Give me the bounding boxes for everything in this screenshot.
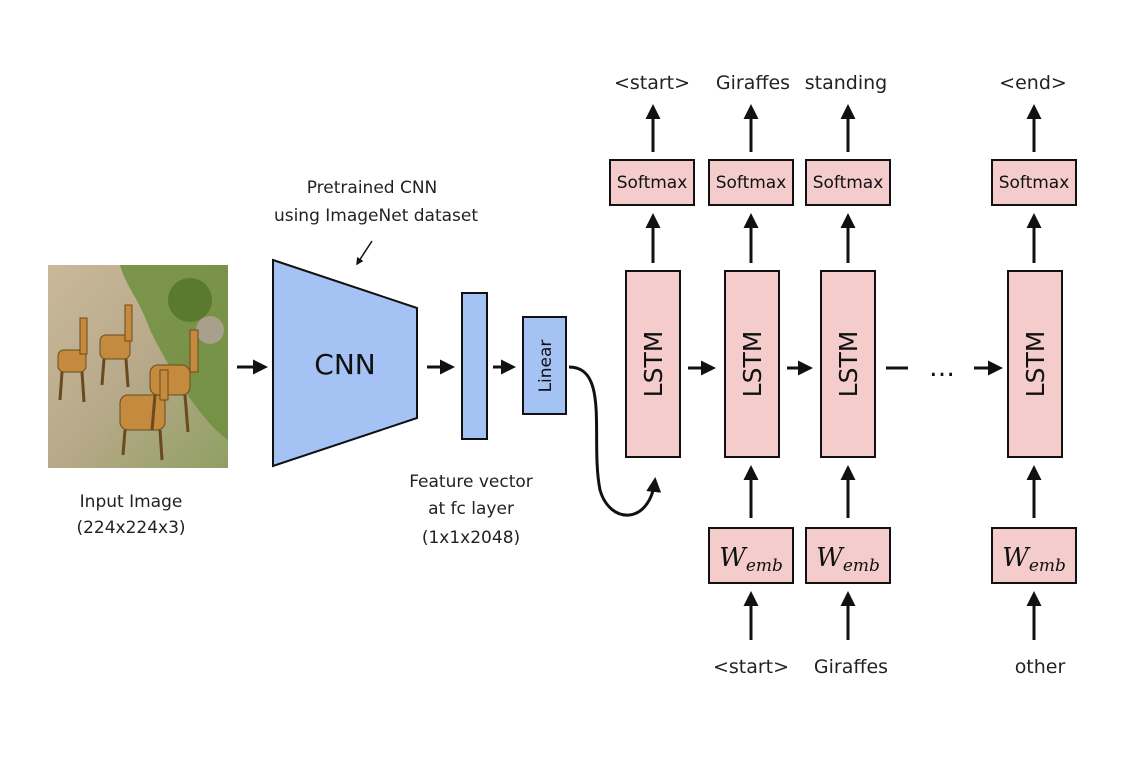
wemb-block-4 [991,527,1077,584]
cnn-annotation-arrow [356,240,373,266]
softmax-block-3 [805,159,891,206]
softmax-block-1 [609,159,695,206]
ellipsis: … [929,353,955,383]
lstm-block-1 [625,270,681,458]
wemb-block-2 [708,527,794,584]
linear-label: Linear [536,340,556,393]
lstm-label-2: LSTM [738,331,767,398]
lstm-label-3: LSTM [834,331,863,398]
input-image-label-line1: Input Image [80,492,183,512]
cnn-label: CNN [314,348,375,381]
softmax-block-4 [991,159,1077,206]
feature-vector-block [461,292,488,440]
lstm-label-4: LSTM [1021,331,1050,398]
softmax-label-3: Softmax [813,173,884,193]
feature-vector-label-line3: (1x1x2048) [422,528,520,548]
output-token-4: <end> [999,72,1067,94]
lstm-block-3 [820,270,876,458]
input-token-2: Giraffes [814,656,888,678]
softmax-label-4: Softmax [999,173,1070,193]
wemb-label-4: Wemb [1002,543,1066,576]
softmax-label-1: Softmax [617,173,688,193]
feature-vector-label-line1: Feature vector [409,472,533,492]
feature-vector-label-line2: at fc layer [428,499,514,519]
input-image-label-line2: (224x224x3) [76,518,185,538]
cnn-block [272,258,418,468]
input-token-1: <start> [713,656,789,678]
cnn-annotation-line2: using ImageNet dataset [274,206,478,226]
arrow-linear-to-lstm-1 [568,365,662,517]
output-token-2: Giraffes [716,72,790,94]
lstm-label-1: LSTM [639,331,668,398]
wemb-label-2: Wemb [719,543,783,576]
lstm-block-4 [1007,270,1063,458]
wemb-block-3 [805,527,891,584]
output-token-3: standing [805,72,887,94]
output-token-1: <start> [614,72,690,94]
lstm-block-2 [724,270,780,458]
linear-block [522,316,567,415]
input-token-3: other [1015,656,1066,678]
cnn-annotation-line1: Pretrained CNN [307,178,438,198]
softmax-label-2: Softmax [716,173,787,193]
input-image [48,265,228,468]
softmax-block-2 [708,159,794,206]
wemb-label-3: Wemb [816,543,880,576]
